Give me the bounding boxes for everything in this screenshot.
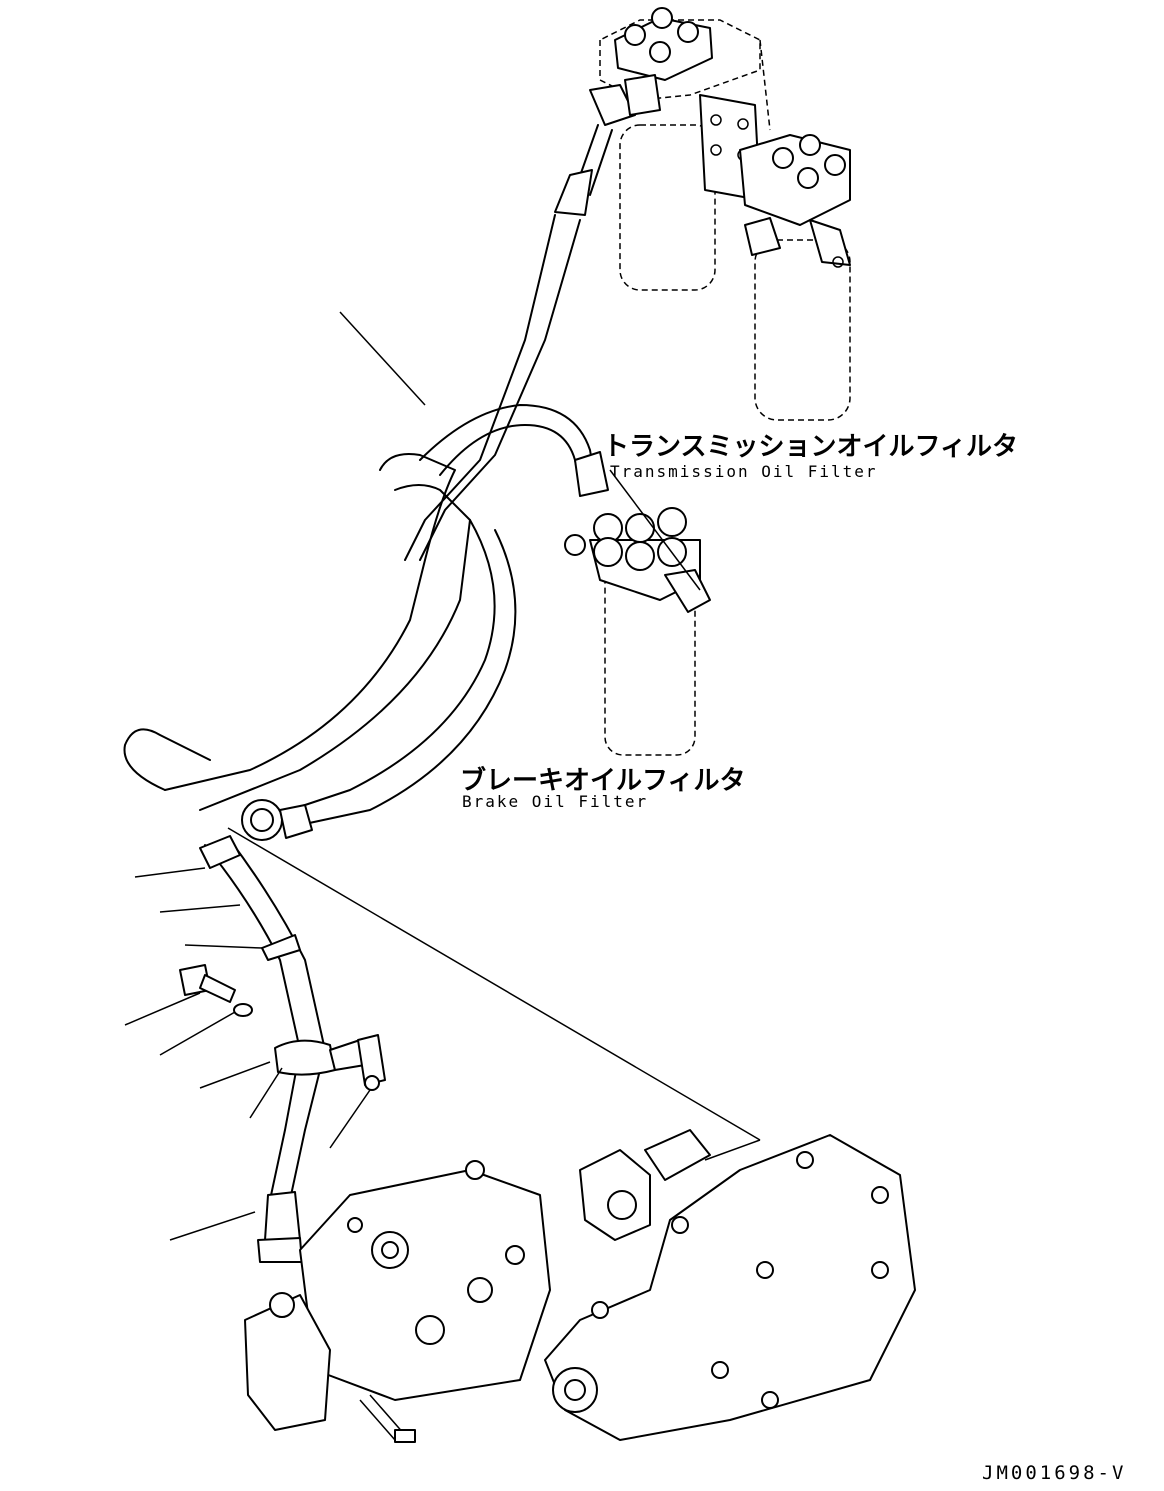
brake-oil-filter-assembly [564, 507, 711, 756]
leader-lines [124, 311, 761, 1241]
brake-filter-label-jp: ブレーキオイルフィルタ [460, 766, 746, 796]
hose-lines [123, 124, 613, 1263]
transmission-filter-label-jp: トランスミッションオイルフィルタ [603, 432, 1018, 462]
brake-filter-label-en: Brake Oil Filter [462, 792, 649, 811]
transmission-oil-filter-assembly [589, 7, 851, 421]
drawing-code: JM001698-V [982, 1462, 1127, 1484]
hydraulic-pump-right [544, 1129, 916, 1441]
transmission-filter-label-en: Transmission Oil Filter [610, 462, 878, 481]
hydraulic-pump-left [244, 1160, 551, 1443]
